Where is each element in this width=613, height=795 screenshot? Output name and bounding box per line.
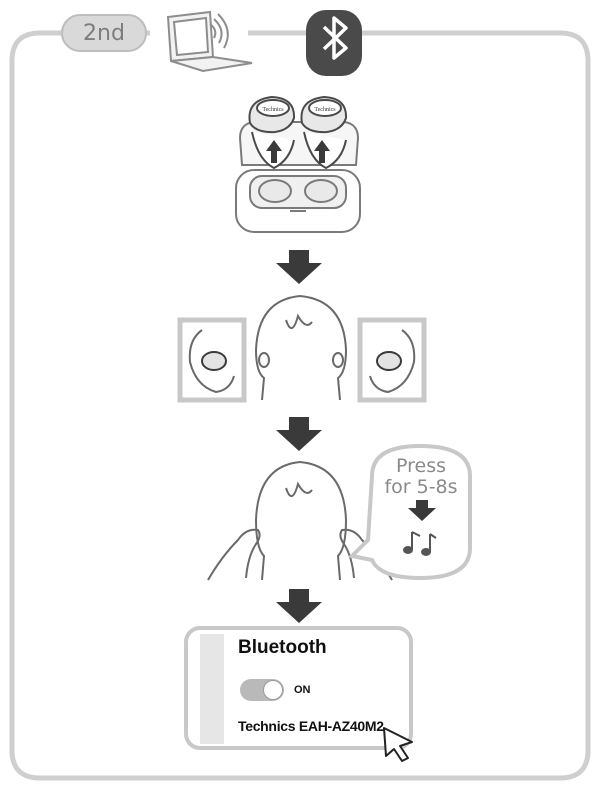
press-line-2: for 5-8s bbox=[384, 476, 458, 498]
device-list-item[interactable]: Technics EAH-AZ40M2 bbox=[238, 718, 384, 734]
laptop-wireless-icon bbox=[166, 10, 253, 73]
music-notes-icon bbox=[403, 531, 437, 556]
wearing-step bbox=[177, 294, 427, 403]
lift-arrows bbox=[266, 140, 330, 163]
press-instruction: Press for 5-8s bbox=[366, 456, 476, 498]
step-badge bbox=[61, 14, 147, 52]
instruction-bubble bbox=[347, 443, 472, 581]
charging-case bbox=[235, 120, 361, 233]
press-line-1: Press bbox=[395, 455, 446, 477]
bluetooth-toggle[interactable] bbox=[240, 679, 284, 701]
earbud-brand-right: Technics bbox=[314, 107, 336, 113]
bluetooth-icon bbox=[306, 10, 362, 76]
earbud-brand-left: Technics bbox=[262, 107, 284, 113]
flow-arrow-1 bbox=[276, 250, 322, 284]
mouse-cursor-icon bbox=[383, 727, 413, 762]
outer-frame bbox=[9, 30, 591, 781]
flow-arrow-3 bbox=[276, 589, 322, 623]
bluetooth-panel-frame bbox=[184, 626, 413, 750]
toggle-state-label: ON bbox=[294, 684, 311, 696]
pressing-step bbox=[207, 460, 393, 581]
earbud-right bbox=[300, 95, 348, 170]
earbud-left bbox=[248, 95, 296, 170]
toggle-knob bbox=[263, 680, 283, 700]
bluetooth-title: Bluetooth bbox=[238, 637, 327, 658]
flow-arrow-2 bbox=[276, 417, 322, 451]
press-arrow bbox=[408, 500, 436, 521]
step-label: 2nd bbox=[83, 20, 125, 46]
panel-sidebar-strip bbox=[200, 634, 224, 744]
